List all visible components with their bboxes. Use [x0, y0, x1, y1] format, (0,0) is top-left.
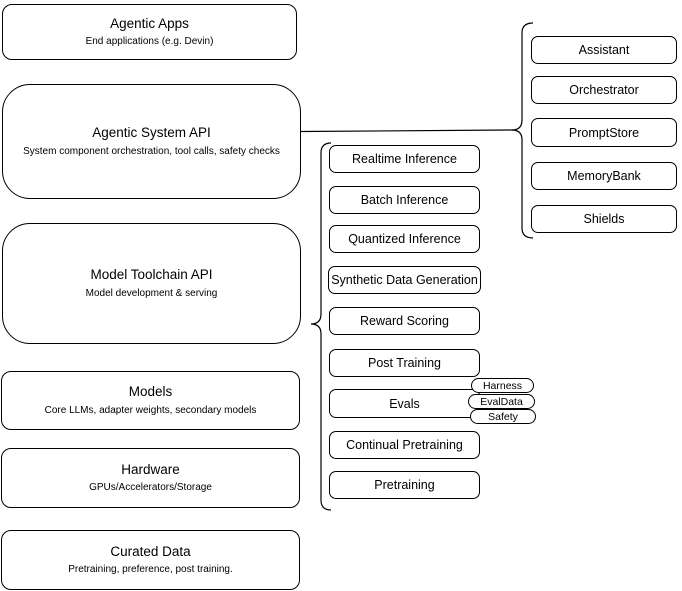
node-memorybank: MemoryBank [531, 162, 677, 190]
node-subtitle: GPUs/Accelerators/Storage [89, 482, 212, 494]
system-components-brace [511, 22, 534, 239]
system-api-connector-line [300, 129, 514, 133]
node-title: Model Toolchain API [90, 267, 213, 283]
node-subtitle: Model development & serving [85, 287, 218, 299]
tag-evaldata: EvalData [468, 394, 535, 409]
node-continual-pretraining: Continual Pretraining [329, 431, 480, 459]
node-quantized-inference: Quantized Inference [329, 225, 480, 253]
node-label: Realtime Inference [352, 152, 457, 166]
node-promptstore: PromptStore [531, 118, 677, 147]
node-model-toolchain-api: Model Toolchain API Model development & … [2, 223, 301, 344]
node-models: Models Core LLMs, adapter weights, secon… [1, 371, 300, 430]
node-title: Curated Data [110, 543, 191, 559]
node-post-training: Post Training [329, 349, 480, 377]
tag-label: Harness [482, 379, 523, 392]
node-realtime-inference: Realtime Inference [329, 145, 480, 173]
tag-safety: Safety [470, 409, 536, 424]
node-label: Batch Inference [360, 193, 449, 207]
node-subtitle: End applications (e.g. Devin) [85, 36, 214, 48]
tag-harness: Harness [471, 378, 534, 393]
node-label: PromptStore [568, 125, 640, 140]
node-title: Agentic System API [92, 125, 211, 141]
node-agentic-system-api: Agentic System API System component orch… [2, 84, 301, 199]
node-label: Post Training [368, 356, 441, 370]
node-subtitle: Core LLMs, adapter weights, secondary mo… [44, 404, 257, 416]
node-pretraining: Pretraining [329, 471, 480, 499]
node-label: Synthetic Data Generation [331, 273, 478, 287]
node-label: Shields [583, 212, 625, 226]
node-shields: Shields [531, 205, 677, 233]
node-label: Evals [389, 396, 420, 411]
node-title: Agentic Apps [110, 15, 189, 31]
node-reward-scoring: Reward Scoring [329, 307, 480, 335]
node-evals: Evals [329, 389, 480, 418]
toolchain-brace [310, 142, 332, 511]
node-batch-inference: Batch Inference [329, 186, 480, 214]
node-subtitle: System component orchestration, tool cal… [23, 145, 280, 157]
node-title: Models [128, 384, 173, 400]
node-title: Hardware [121, 461, 180, 477]
node-subtitle: Pretraining, preference, post training. [68, 564, 233, 576]
node-label: Pretraining [374, 478, 435, 492]
node-agentic-apps: Agentic Apps End applications (e.g. Devi… [2, 4, 297, 60]
tag-label: Safety [488, 410, 518, 423]
node-label: Continual Pretraining [346, 438, 463, 452]
node-label: Reward Scoring [360, 314, 449, 328]
node-label: Quantized Inference [348, 232, 461, 246]
node-label: Orchestrator [569, 83, 639, 97]
tag-label: EvalData [480, 395, 523, 408]
node-curated-data: Curated Data Pretraining, preference, po… [1, 530, 300, 590]
node-synthetic-data-generation: Synthetic Data Generation [328, 266, 481, 294]
node-hardware: Hardware GPUs/Accelerators/Storage [1, 448, 300, 508]
node-label: Assistant [578, 43, 630, 57]
node-assistant: Assistant [531, 36, 677, 64]
node-label: MemoryBank [567, 169, 641, 183]
node-orchestrator: Orchestrator [531, 76, 677, 104]
